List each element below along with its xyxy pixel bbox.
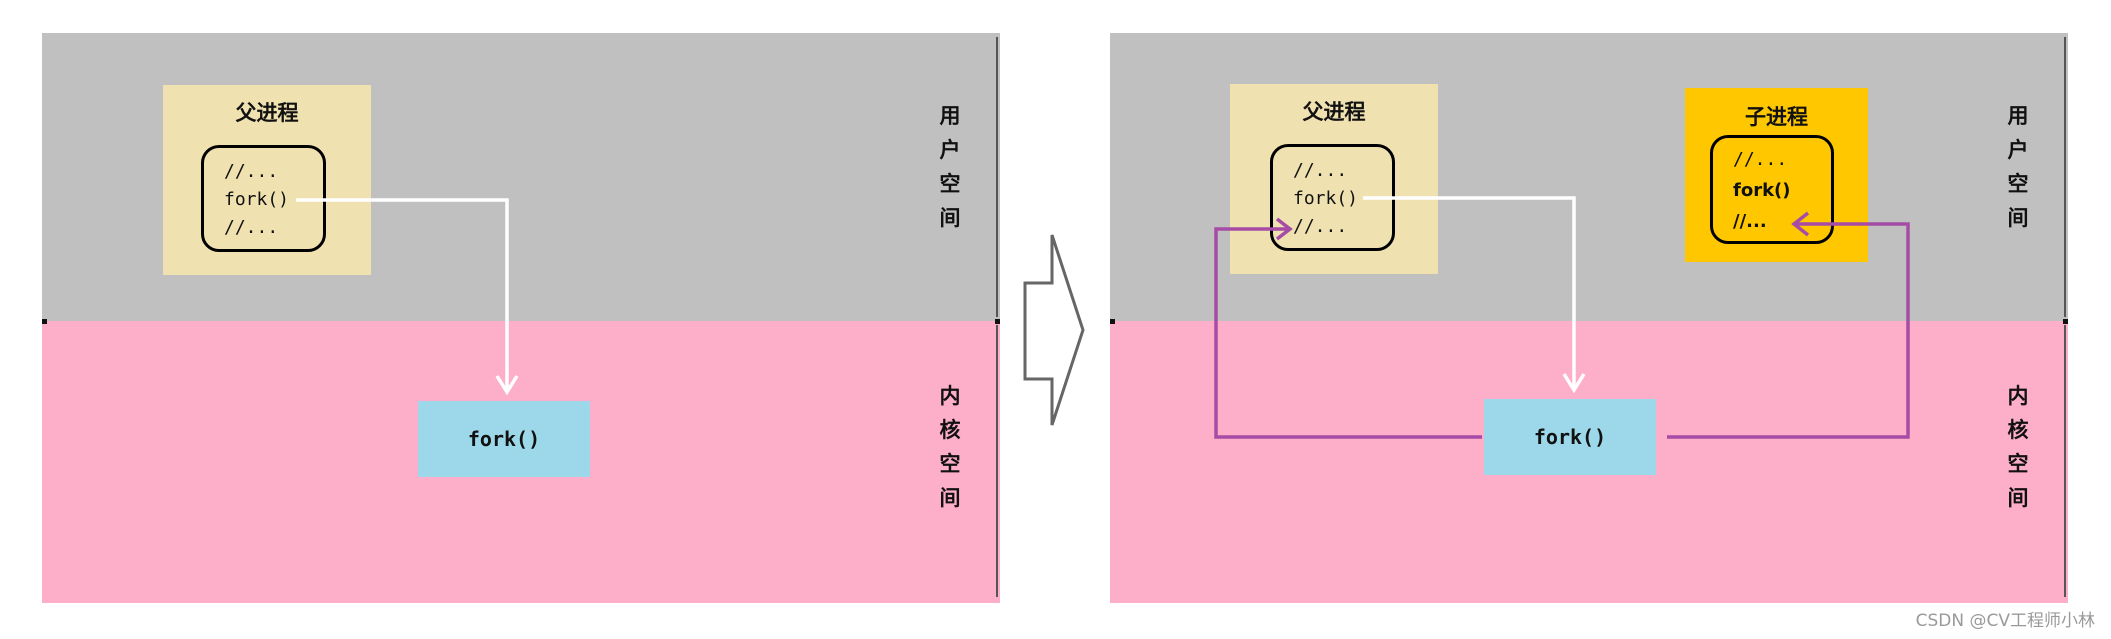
left-panel: 用 户 空 间 内 核 空 间 父进程 //... fork() //... f… bbox=[42, 33, 1000, 603]
child-process-title: 子进程 bbox=[1745, 105, 1808, 129]
code-line: fork() bbox=[1293, 188, 1359, 209]
kernel-fork-box: fork() bbox=[418, 401, 590, 477]
divider-mark bbox=[42, 319, 47, 324]
panel-edge-line bbox=[996, 37, 998, 317]
transition-arrow bbox=[1023, 234, 1085, 426]
watermark: CSDN @CV工程师小林 bbox=[1915, 611, 2095, 631]
code-line: //... bbox=[1293, 216, 1348, 237]
code-line: //... bbox=[1733, 149, 1788, 170]
divider-mark bbox=[995, 319, 1000, 324]
panel-edge-line bbox=[2064, 325, 2066, 597]
parent-process-title: 父进程 bbox=[1302, 100, 1366, 124]
kernel-space-label: 内 核 空 间 bbox=[2007, 384, 2029, 510]
divider-mark bbox=[2063, 319, 2068, 324]
parent-code-block: //... fork() //... bbox=[1270, 144, 1395, 251]
kernel-space-label: 内 核 空 间 bbox=[939, 384, 961, 510]
code-line: fork() bbox=[1733, 180, 1791, 201]
code-line: fork() bbox=[224, 189, 290, 210]
child-code-block: //... fork() //... bbox=[1710, 135, 1834, 244]
parent-process-box: 父进程 //... fork() //... bbox=[163, 85, 371, 275]
child-process-box: 子进程 //... fork() //... bbox=[1685, 88, 1868, 262]
panel-edge-line bbox=[996, 325, 998, 597]
parent-process-box: 父进程 //... fork() //... bbox=[1230, 84, 1438, 274]
right-panel: 用 户 空 间 内 核 空 间 父进程 //... fork() //... 子… bbox=[1110, 33, 2068, 603]
code-line: //... bbox=[1293, 160, 1348, 181]
parent-code-block: //... fork() //... bbox=[201, 145, 326, 252]
code-line: //... bbox=[224, 161, 279, 182]
user-space-label: 用 户 空 间 bbox=[2007, 104, 2029, 230]
kernel-fork-box: fork() bbox=[1484, 399, 1656, 475]
code-line: //... bbox=[224, 217, 279, 238]
parent-process-title: 父进程 bbox=[235, 101, 299, 125]
user-space-label: 用 户 空 间 bbox=[939, 104, 961, 230]
divider-mark bbox=[1110, 319, 1115, 324]
panel-edge-line bbox=[2064, 37, 2066, 317]
code-line: //... bbox=[1733, 211, 1767, 232]
